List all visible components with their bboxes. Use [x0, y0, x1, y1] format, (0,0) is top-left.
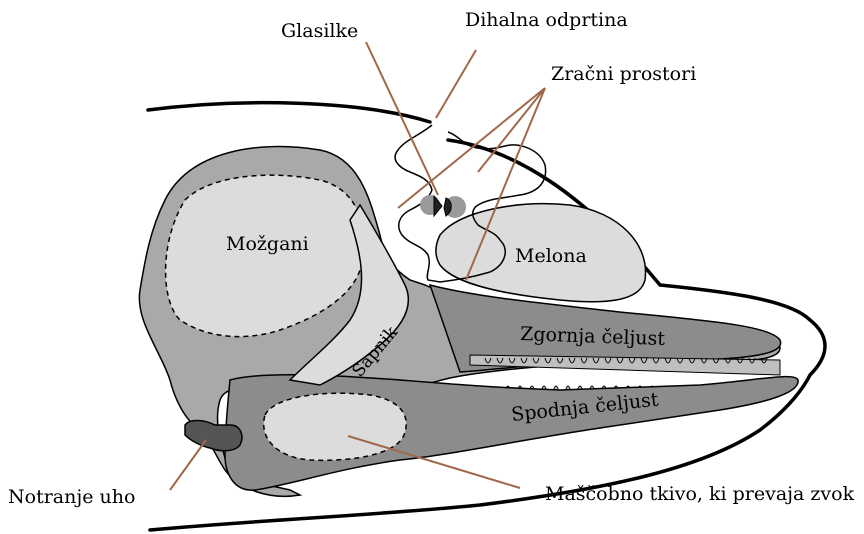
acoustic-fat: [264, 393, 407, 460]
label-glasilke: Glasilke: [281, 20, 358, 42]
leader-notranje-uho: [170, 440, 206, 490]
leader-dihalna-odprtina: [436, 50, 476, 118]
inner-ear: [185, 420, 242, 450]
phonic-lips: [434, 196, 451, 216]
label-notranje-uho: Notranje uho: [8, 486, 135, 508]
label-zracni-prostori: Zračni prostori: [551, 63, 696, 85]
leader-glasilke: [366, 42, 438, 195]
label-mascobno-tkivo: Maščobno tkivo, ki prevaja zvok: [545, 483, 855, 505]
label-dihalna-odprtina: Dihalna odprtina: [465, 9, 628, 31]
label-mozgani: Možgani: [226, 233, 309, 255]
label-melona: Melona: [515, 245, 587, 267]
leader-zracni-1: [398, 88, 545, 208]
